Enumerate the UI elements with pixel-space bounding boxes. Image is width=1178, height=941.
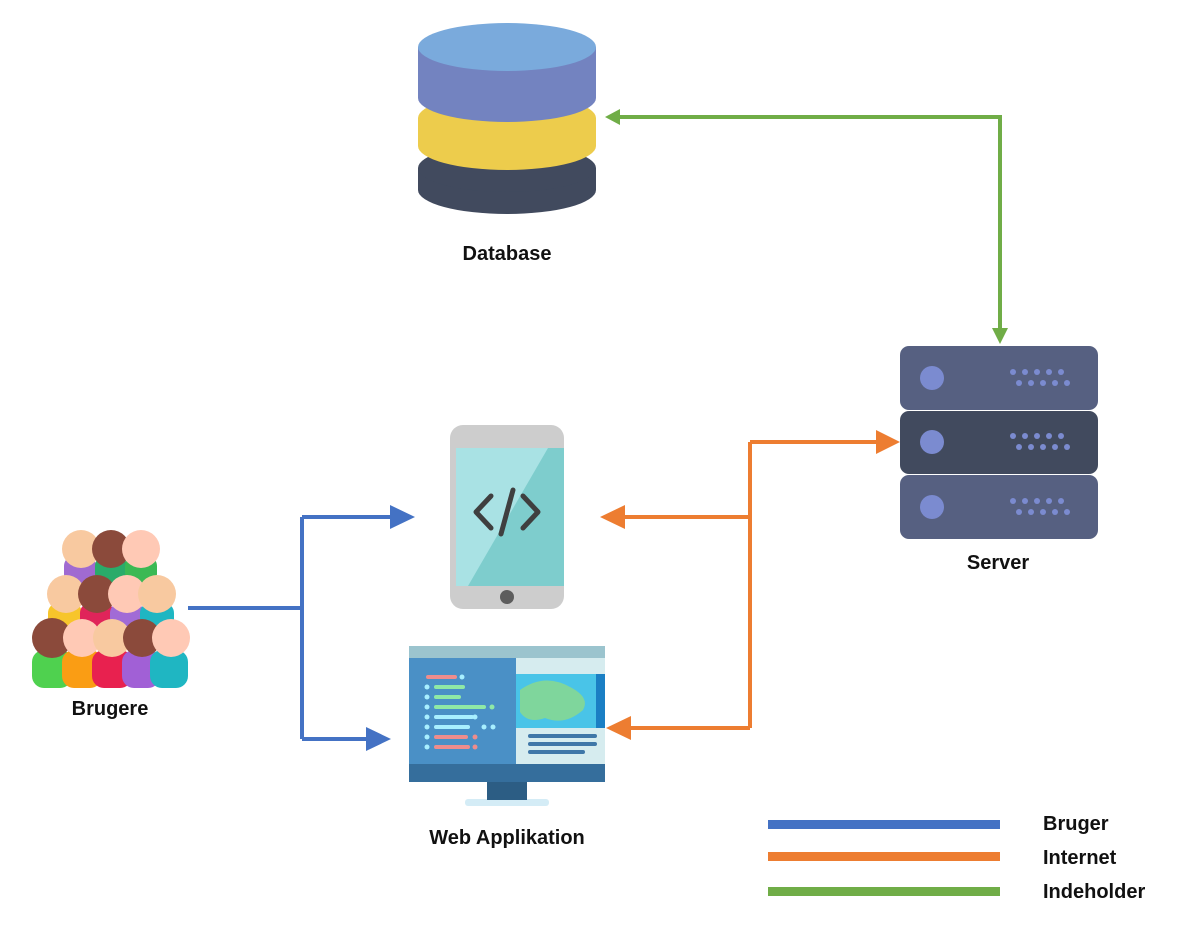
arrowhead-to-mobile — [390, 505, 415, 529]
arrowhead-to-database — [605, 109, 620, 125]
arrowhead-to-server — [876, 430, 900, 454]
arrowhead-to-server — [992, 328, 1008, 344]
legend-line-internet — [768, 852, 1000, 861]
legend-line-bruger — [768, 820, 1000, 829]
arrowhead-to-web-app — [606, 716, 631, 740]
arrowhead-to-mobile — [600, 505, 625, 529]
legend-label-bruger: Bruger — [1043, 813, 1109, 835]
legend-label-internet: Internet — [1043, 847, 1117, 869]
edge-server-database — [605, 109, 1008, 344]
desktop-code-icon — [409, 646, 605, 806]
legend-label-indeholder: Indeholder — [1043, 881, 1146, 903]
server-label: Server — [966, 552, 1030, 574]
edge-users-to-apps — [188, 505, 415, 751]
web-app-label: Web Applikation — [429, 827, 585, 849]
database-label: Database — [462, 243, 552, 265]
edge-server-to-apps — [600, 430, 900, 740]
people-group-icon — [32, 530, 190, 688]
server-rack-icon — [900, 346, 1098, 539]
mobile-code-icon — [450, 425, 564, 609]
users-label: Brugere — [71, 698, 149, 720]
arrowhead-to-web-app — [366, 727, 391, 751]
database-icon — [418, 23, 596, 214]
legend-line-indeholder — [768, 887, 1000, 896]
